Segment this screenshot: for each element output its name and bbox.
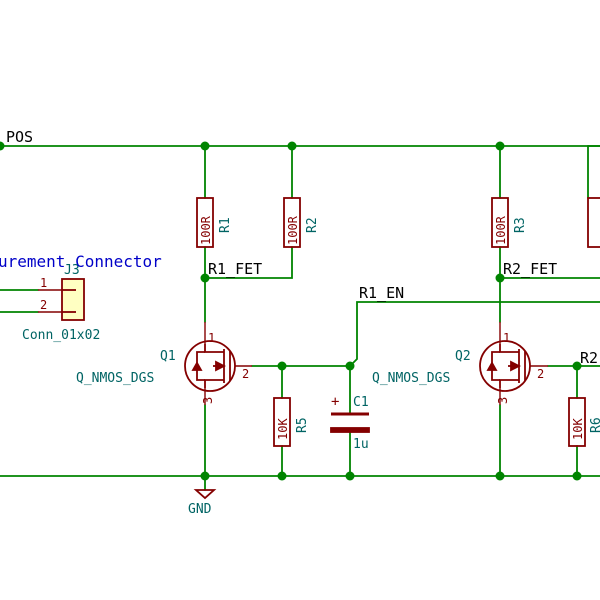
junction xyxy=(495,141,505,151)
resistor-r3[interactable]: 100R R3 xyxy=(491,197,528,248)
resistor-body xyxy=(587,197,600,248)
junction xyxy=(345,471,355,481)
resistor-r5[interactable]: 10K R5 xyxy=(273,397,310,447)
resistor-value: 100R xyxy=(494,215,508,245)
ground-label: GND xyxy=(188,502,212,517)
resistor-ref: R6 xyxy=(589,417,600,433)
junction xyxy=(277,361,287,371)
ground-icon xyxy=(193,489,217,500)
connector-value: Conn_01x02 xyxy=(22,328,100,343)
capacitor-value: 1u xyxy=(353,437,369,452)
resistor-value: 10K xyxy=(571,418,585,440)
connector-pin-number: 2 xyxy=(40,298,47,312)
resistor-body xyxy=(273,397,291,447)
transistor-ref: Q2 xyxy=(455,349,471,364)
resistor-value: 100R xyxy=(199,215,213,245)
resistor-r6[interactable]: 10K R6 xyxy=(568,397,600,447)
junction xyxy=(0,141,5,151)
resistor-body xyxy=(283,197,301,248)
mosfet-drain-leg xyxy=(204,344,224,353)
net-label-r1-fet: R1_FET xyxy=(208,260,262,278)
resistor-value: 100R xyxy=(286,215,300,245)
junction xyxy=(277,471,287,481)
net-label-top-rail: POS xyxy=(6,128,33,146)
resistor-r2[interactable]: 100R R2 xyxy=(283,197,320,248)
resistor-ref: R3 xyxy=(513,217,528,233)
junction xyxy=(287,141,297,151)
mosfet-arrow xyxy=(510,360,522,372)
junction xyxy=(572,471,582,481)
mosfet-diode-mark xyxy=(191,361,203,371)
resistor-r1[interactable]: 100R R1 xyxy=(196,197,233,248)
connector-body xyxy=(61,278,85,321)
pin-number-source: 3 xyxy=(496,397,510,404)
junction xyxy=(200,471,210,481)
resistor-body xyxy=(491,197,509,248)
capacitor-ref: C1 xyxy=(353,395,369,410)
wires xyxy=(0,145,600,491)
pin-number-gate: 2 xyxy=(537,367,544,381)
pin-number-drain: 1 xyxy=(208,331,215,345)
pin-number-source: 3 xyxy=(201,397,215,404)
junctions xyxy=(0,141,582,481)
mosfet-diode-mark xyxy=(486,361,498,371)
mosfet-arrow xyxy=(215,360,227,372)
transistor-value: Q_NMOS_DGS xyxy=(372,371,450,386)
connector-ref: J3 xyxy=(64,263,80,278)
net-label-r2-fet: R2_FET xyxy=(503,260,557,278)
junction xyxy=(200,273,210,283)
ground-symbol[interactable]: GND xyxy=(188,489,217,517)
connector-j3[interactable]: 1 2 J3 Conn_01x02 xyxy=(22,263,100,343)
pin-number-gate: 2 xyxy=(242,367,249,381)
transistor-ref: Q1 xyxy=(160,349,176,364)
net-label-r1-en: R1_EN xyxy=(359,284,404,302)
transistor-q2[interactable]: 1 2 3 Q2 Q_NMOS_DGS xyxy=(372,322,548,405)
junction xyxy=(495,273,505,283)
mosfet-body xyxy=(184,340,236,392)
resistor-body xyxy=(196,197,214,248)
capacitor-polarity: + xyxy=(331,394,339,410)
junction xyxy=(572,361,582,371)
mosfet-source-leg xyxy=(204,379,224,388)
transistor-q1[interactable]: 1 2 3 Q1 Q_NMOS_DGS xyxy=(76,322,252,405)
note-measurement-connector: urement Connector xyxy=(0,252,162,271)
junction xyxy=(200,141,210,151)
resistor-value: 10K xyxy=(276,418,290,440)
resistor-body xyxy=(568,397,586,447)
capacitor-c1[interactable]: + C1 1u xyxy=(330,394,370,452)
capacitor-plate-bottom xyxy=(330,427,370,433)
resistor-ref: R5 xyxy=(295,417,310,433)
transistor-value: Q_NMOS_DGS xyxy=(76,371,154,386)
resistor-ref: R1 xyxy=(218,217,233,233)
net-labels: POS R1_FET R2_FET R1_EN R2 urement Conne… xyxy=(0,128,598,367)
pin-number-drain: 1 xyxy=(503,331,510,345)
mosfet-body xyxy=(479,340,531,392)
resistor-ref: R2 xyxy=(305,217,320,233)
junction xyxy=(495,471,505,481)
wire-r2-to-r1fet[interactable] xyxy=(204,246,293,279)
resistor-r4-partial[interactable] xyxy=(587,197,600,248)
mosfet-drain-leg xyxy=(499,344,519,353)
connector-pin-number: 1 xyxy=(40,276,47,290)
junction xyxy=(345,361,355,371)
net-label-r2-partial: R2 xyxy=(580,349,598,367)
wire-r1-en[interactable] xyxy=(349,301,600,367)
mosfet-source-leg xyxy=(499,379,519,388)
